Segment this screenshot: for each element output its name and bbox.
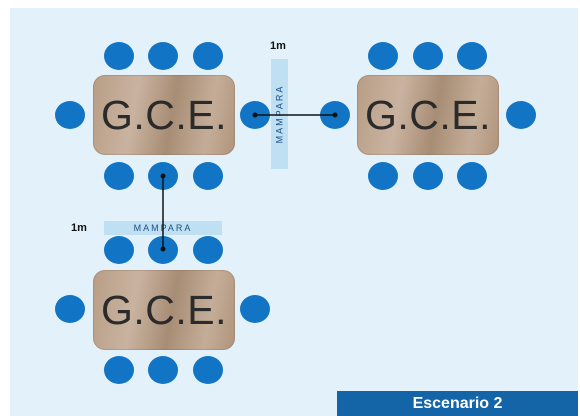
connector-dot xyxy=(252,112,258,118)
seat xyxy=(148,42,178,70)
seat xyxy=(193,356,223,384)
seat xyxy=(506,101,536,129)
connector-dot xyxy=(160,173,166,179)
table-label: G.C.E. xyxy=(100,91,228,138)
seat xyxy=(55,101,85,129)
distance-label: 1m xyxy=(270,40,286,52)
connector-dot xyxy=(332,112,338,118)
seat xyxy=(104,162,134,190)
seat xyxy=(413,162,443,190)
scenario-badge: Escenario 2 xyxy=(337,391,578,416)
seat xyxy=(413,42,443,70)
seat xyxy=(457,162,487,190)
seat xyxy=(193,162,223,190)
table-top-left: G.C.E. xyxy=(93,75,235,155)
seat xyxy=(104,236,134,264)
distance-label: 1m xyxy=(71,222,87,234)
connector-dot xyxy=(160,246,166,252)
screen-divider-vertical: MAMPARA xyxy=(271,59,288,169)
table-top-right: G.C.E. xyxy=(357,75,499,155)
table-label: G.C.E. xyxy=(364,91,492,138)
seat xyxy=(104,356,134,384)
seat xyxy=(104,42,134,70)
seat xyxy=(148,356,178,384)
table-label: G.C.E. xyxy=(100,286,228,333)
seat xyxy=(457,42,487,70)
seat xyxy=(368,162,398,190)
seat xyxy=(240,295,270,323)
seat xyxy=(193,42,223,70)
screen-label: MAMPARA xyxy=(134,223,193,233)
table-bottom-left: G.C.E. xyxy=(93,270,235,350)
seat xyxy=(193,236,223,264)
seat xyxy=(55,295,85,323)
scenario-badge-label: Escenario 2 xyxy=(412,394,503,412)
seat xyxy=(368,42,398,70)
